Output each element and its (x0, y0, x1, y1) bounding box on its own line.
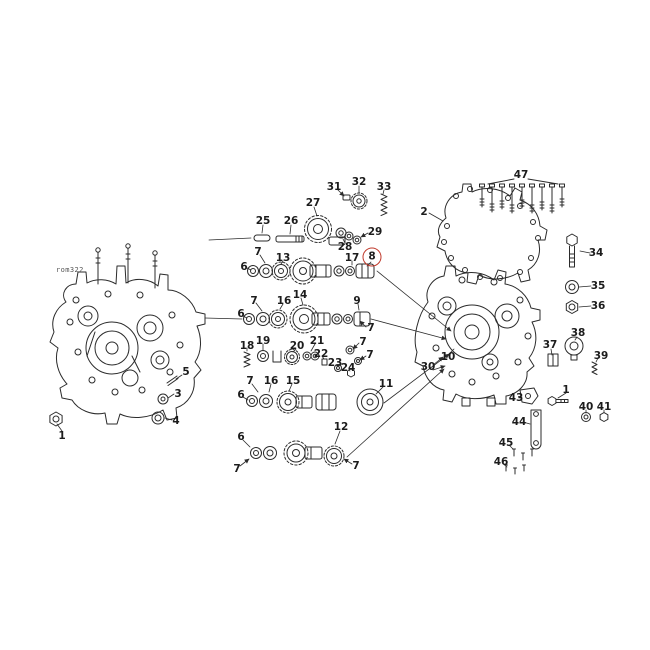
callout-30: 30 (420, 360, 436, 373)
callout-27: 27 (305, 196, 321, 209)
callout-7: 7 (352, 459, 360, 472)
watermark-text: rom322 (56, 266, 84, 274)
callout-21: 21 (309, 334, 325, 347)
callout-16: 16 (263, 374, 279, 387)
callout-40: 40 (578, 400, 594, 413)
callout-32: 32 (351, 175, 367, 188)
callout-46: 46 (493, 455, 509, 468)
callout-12: 12 (333, 420, 349, 433)
callout-14: 14 (292, 288, 308, 301)
callout-19: 19 (255, 334, 271, 347)
bracket-43 (519, 387, 539, 405)
bolt-1-right (547, 396, 569, 406)
callout-39: 39 (593, 349, 609, 362)
callout-6: 6 (237, 307, 245, 320)
shaft-assembly-row1 (247, 257, 375, 285)
shaft-assembly-row5 (250, 440, 345, 467)
callout-5: 5 (182, 365, 190, 378)
callout-11: 11 (378, 377, 394, 390)
callout-38: 38 (570, 326, 586, 339)
washer-35 (565, 280, 579, 294)
callout-44: 44 (511, 415, 527, 428)
callout-10: 10 (440, 350, 456, 363)
callout-45: 45 (498, 436, 514, 449)
callout-33: 33 (376, 180, 392, 193)
callout-37: 37 (542, 338, 558, 351)
callout-13: 13 (275, 251, 291, 264)
gasket-drawing (436, 183, 548, 285)
screws-46 (504, 464, 526, 475)
callout-15: 15 (285, 374, 301, 387)
callout-6: 6 (240, 260, 248, 273)
callout-3: 3 (174, 387, 182, 400)
callout-28: 28 (337, 240, 353, 253)
callout-17: 17 (344, 251, 360, 264)
callout-25: 25 (255, 214, 271, 227)
callout-7: 7 (233, 462, 241, 475)
callout-34: 34 (588, 246, 604, 259)
callout-24: 24 (340, 361, 356, 374)
callout-7: 7 (366, 348, 374, 361)
assembly-arrow-lines (239, 189, 452, 467)
callout-35: 35 (590, 279, 606, 292)
callout-20: 20 (289, 339, 305, 352)
nut-36 (565, 300, 579, 314)
spring-part-39 (591, 361, 598, 375)
callout-9: 9 (353, 294, 361, 307)
callout-43: 43 (508, 391, 524, 404)
spacer-part-37 (547, 353, 559, 367)
shaft-assembly-row2 (243, 304, 371, 334)
callout-6: 6 (237, 388, 245, 401)
callout-22: 22 (313, 347, 329, 360)
callout-23: 23 (327, 356, 343, 369)
plug-and-washer-parts (151, 375, 179, 425)
nut-41 (599, 412, 609, 422)
callout-7: 7 (254, 245, 262, 258)
callout-6: 6 (237, 430, 245, 443)
callout-26: 26 (283, 214, 299, 227)
callout-16: 16 (276, 294, 292, 307)
strap-44 (530, 409, 542, 450)
small-parts-row (243, 345, 362, 378)
callout-41: 41 (596, 400, 612, 413)
screws-45 (512, 448, 534, 461)
shaft-assembly-row4 (246, 388, 384, 416)
callout-7: 7 (359, 335, 367, 348)
washer-40 (581, 412, 591, 422)
callout-7: 7 (367, 321, 375, 334)
breather-part-38 (564, 336, 584, 361)
bolt-34 (566, 233, 578, 268)
left-crankcase-drawing (49, 243, 206, 425)
callout-2: 2 (420, 205, 428, 218)
callout-18: 18 (239, 339, 255, 352)
callout-1: 1 (562, 383, 570, 396)
callout-31: 31 (326, 180, 342, 193)
screw-set-47 (479, 178, 565, 214)
callout-7: 7 (246, 374, 254, 387)
nut-part-1-left (49, 411, 63, 427)
idler-gear-group (253, 192, 388, 246)
callout-47: 47 (513, 168, 529, 181)
callout-8: 8 (362, 247, 382, 267)
callout-7: 7 (250, 294, 258, 307)
callout-29: 29 (367, 225, 383, 238)
callout-36: 36 (590, 299, 606, 312)
callout-4: 4 (172, 414, 180, 427)
callout-1: 1 (58, 429, 66, 442)
